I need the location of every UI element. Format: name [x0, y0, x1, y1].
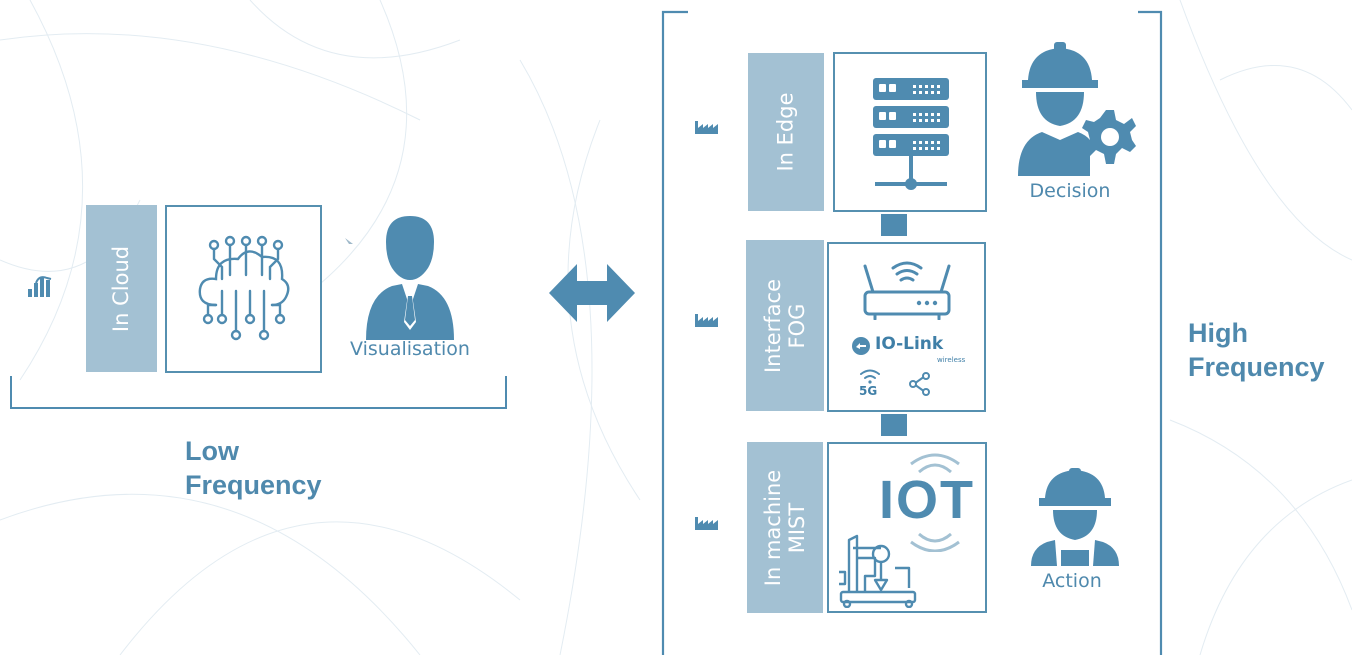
- factory-icon: [695, 314, 718, 327]
- high-frequency-bracket: [661, 10, 1163, 655]
- edge-panel: [833, 52, 987, 212]
- robot-arm-icon: [839, 534, 917, 608]
- io-link-text: IO-Link: [875, 334, 944, 354]
- cursor-mark: [345, 238, 353, 244]
- iot-waves: [910, 453, 960, 552]
- server-icon: [873, 78, 949, 190]
- iot-icon: IOT: [879, 470, 975, 530]
- decision-label: Decision: [1029, 180, 1111, 202]
- businessman-icon: [366, 216, 454, 340]
- io-link-icon: [852, 337, 870, 355]
- edge-tier-label: In Edge: [748, 53, 824, 211]
- fog-panel: IO-Link wireless 5G: [827, 242, 986, 412]
- edge-fog-connector: [881, 214, 907, 236]
- share-icon: [909, 372, 930, 396]
- fog-mist-connector: [881, 414, 907, 436]
- router-wifi-icon: [863, 261, 951, 320]
- cloud-circuit-icon: [198, 235, 290, 341]
- io-link-subtext: wireless: [937, 356, 966, 364]
- cloud-tier-label: In Cloud: [86, 205, 157, 372]
- double-arrow-icon: [549, 264, 635, 322]
- mist-panel: IOT: [827, 442, 987, 613]
- cloud-panel: [165, 205, 322, 373]
- factory-icon: [695, 517, 718, 530]
- bar-chart-icon: [28, 276, 52, 297]
- low-frequency-caption: Low Frequency: [185, 436, 322, 500]
- factory-icon: [695, 121, 718, 134]
- 5g-icon: 5G: [859, 384, 878, 398]
- action-label: Action: [1042, 570, 1102, 592]
- worker-icon: [1031, 468, 1119, 566]
- visualisation-label: Visualisation: [350, 338, 470, 360]
- engineer-gear-icon: [1018, 42, 1136, 176]
- wifi-signal-icon: [860, 369, 880, 384]
- low-frequency-bracket: [10, 376, 507, 409]
- high-frequency-caption: High Frequency: [1188, 318, 1325, 382]
